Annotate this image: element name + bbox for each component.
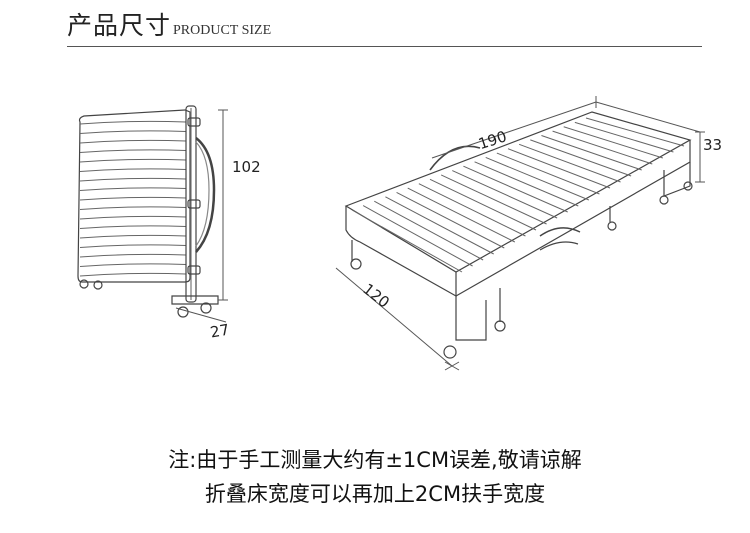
product-size-diagram: 102 27 190 [77,96,722,371]
mattress-stripe [429,178,537,231]
unfolded-height-label: 33 [703,136,722,154]
mattress-stripe [396,192,505,249]
mattress-stripe [452,170,558,219]
mattress-stripe [79,158,187,163]
mattress-stripe [79,177,187,182]
length-dimension-line [431,96,701,159]
mattress-stripe [518,143,621,183]
mattress-stripe [385,196,494,255]
mattress-stripe [79,215,187,220]
unfolded-width-label: 120 [359,280,393,312]
mattress-stripe [374,200,484,261]
mattress-stripe [79,244,187,248]
measurement-note: 注:由于手工测量大约有±1CM误差,敬请谅解 [168,448,582,472]
folded-depth-label: 27 [209,321,231,342]
mattress-stripe [362,205,473,267]
armrest-note: 折叠床宽度可以再加上2CM扶手宽度 [204,482,546,506]
mattress-stripe [418,183,526,237]
mattress-stripe [507,148,611,189]
depth-dimension-line [175,307,227,323]
height-dimension-line [218,109,228,301]
mattress-stripe [79,253,187,258]
mattress-stripe [496,152,600,195]
unfolded-bed-illustration [344,111,693,359]
mattress-stripe [79,187,187,191]
mattress-stripe [407,187,516,243]
mattress-stripe [79,206,187,210]
mattress-stripe [79,168,187,172]
mattress-stripe [79,130,187,134]
mattress-stripe [563,126,664,159]
mattress-stripe [440,174,547,225]
mattress-stripe [79,139,187,144]
section-header: 产品尺寸 PRODUCT SIZE [67,6,271,42]
mattress-stripe [474,161,579,207]
mattress-stripe [79,263,187,267]
bed-height-dimension-line [695,131,705,183]
section-subtitle: PRODUCT SIZE [173,23,272,38]
mattress-stripe [463,165,568,213]
mattress-stripe [79,196,187,201]
mattress-stripe [79,234,187,239]
mattress-stripe [530,139,632,177]
mattress-stripe [541,135,642,171]
mattress-stripe [574,121,674,153]
mattress-stripe [79,149,187,153]
folded-bed-illustration [77,105,219,318]
mattress-stripe [585,117,685,147]
header-divider [67,46,702,47]
mattress-stripe [79,272,187,277]
width-dimension-line [335,267,460,371]
unfolded-length-label: 190 [476,127,509,153]
mattress-stripe [351,209,463,273]
mattress-stripe [79,225,187,229]
mattress-stripe [79,120,187,125]
folded-height-label: 102 [232,158,261,176]
mattress-stripe [485,156,590,201]
section-title: 产品尺寸 [67,11,172,40]
mattress-stripe [552,130,653,165]
